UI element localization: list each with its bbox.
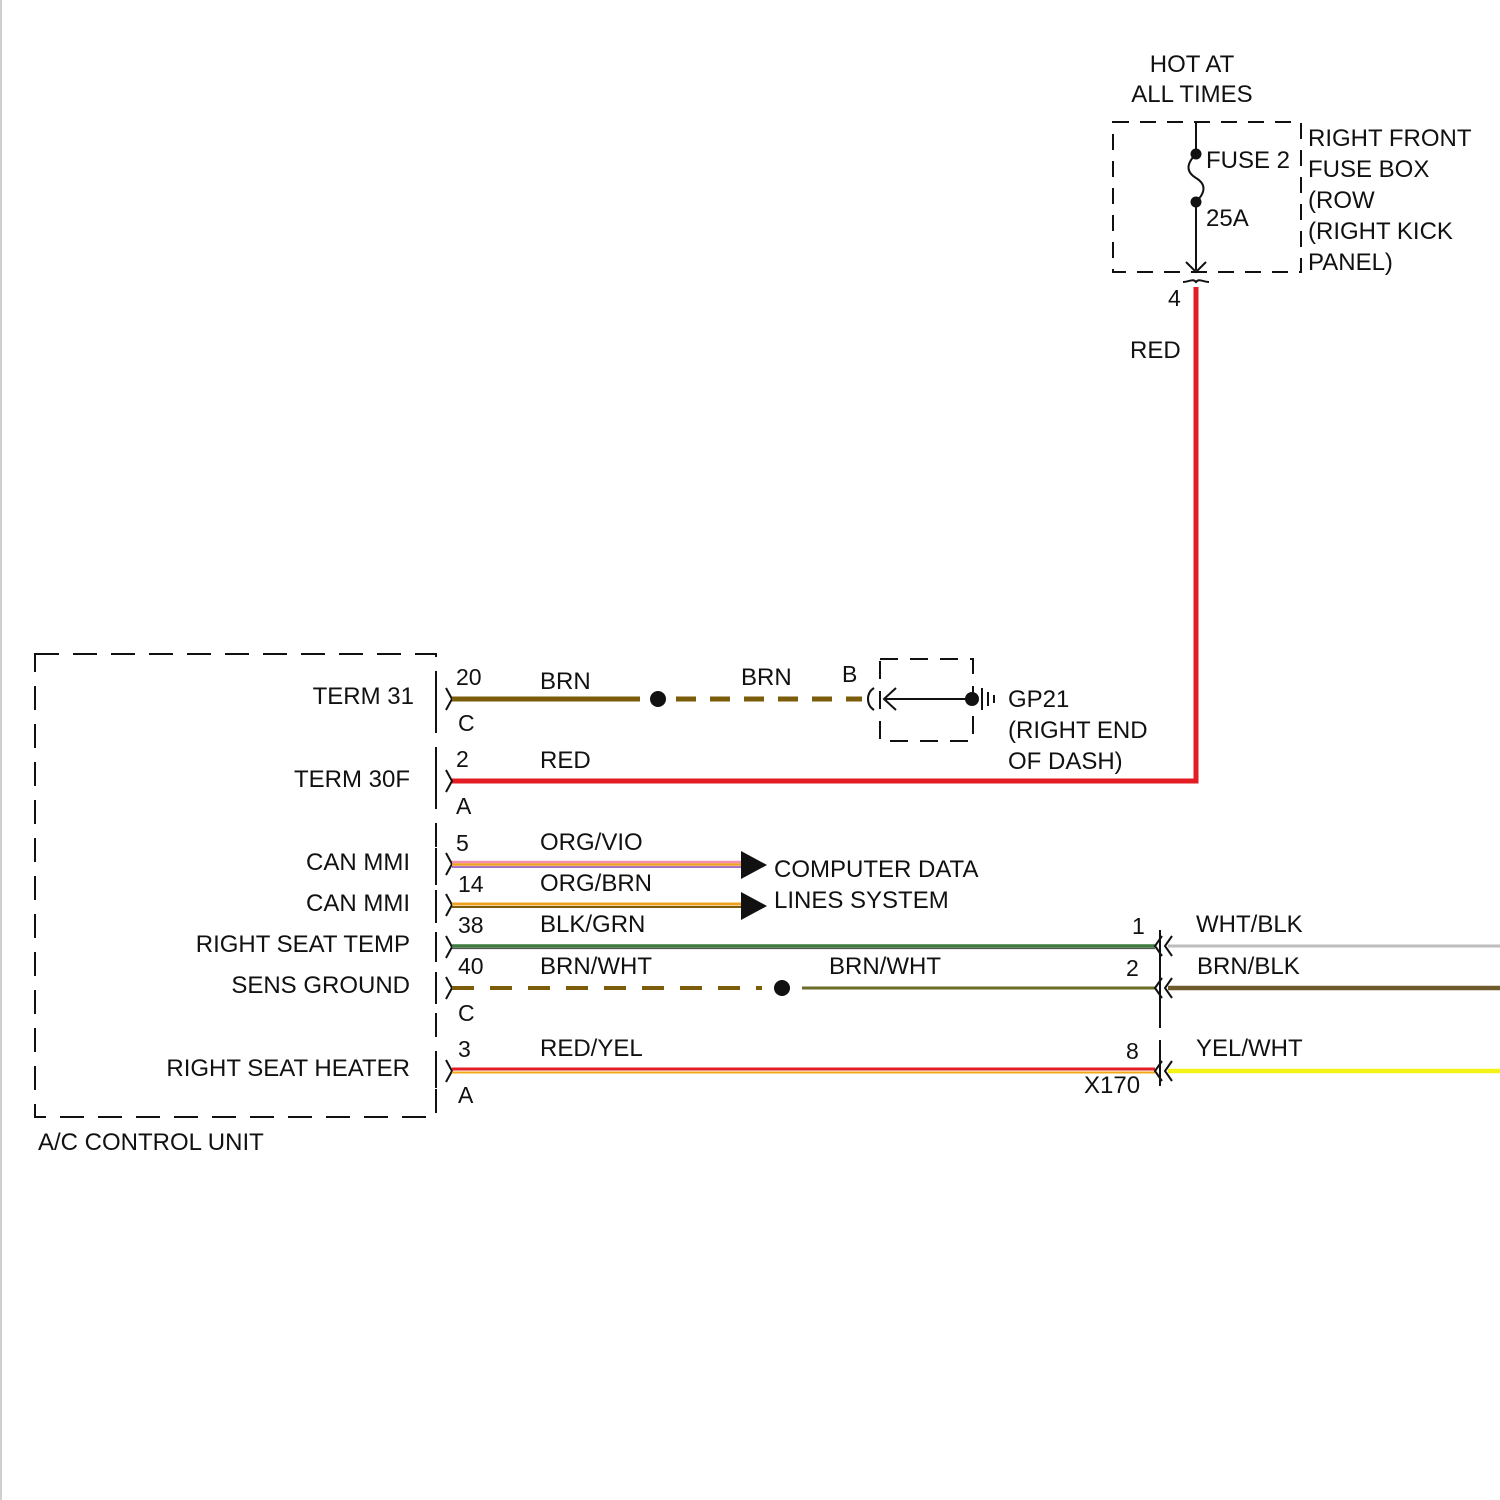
data-line-arrow-1	[741, 851, 767, 879]
fuse-rating-label: 25A	[1206, 205, 1249, 232]
connector-letter-c-2: C	[458, 1000, 475, 1026]
ground-splice-dot	[650, 691, 666, 707]
fusebox-pin-number: 4	[1168, 285, 1181, 311]
fusebox-label-line2: FUSE BOX	[1308, 156, 1429, 183]
ground-location-line2: OF DASH)	[1008, 748, 1123, 775]
can-mmi-wire-color-2: ORG/BRN	[540, 870, 652, 897]
pin-3: 3	[458, 1036, 471, 1062]
x170-connector-brackets	[1155, 930, 1172, 1086]
ac-control-unit-label: A/C CONTROL UNIT	[38, 1129, 264, 1156]
pin-5: 5	[456, 830, 469, 856]
fuse-element	[1189, 154, 1204, 202]
seat-temp-wire-color: BLK/GRN	[540, 911, 645, 938]
can-mmi-label-1: CAN MMI	[306, 849, 410, 876]
module-connector-brackets	[436, 683, 452, 1088]
fusebox-label-line1: RIGHT FRONT	[1308, 125, 1472, 152]
data-lines-label-line1: COMPUTER DATA	[774, 856, 978, 883]
sens-ground-wire-color: BRN/WHT	[540, 953, 652, 980]
ground-connector-bracket	[868, 688, 874, 710]
term30f-wire-color: RED	[540, 747, 591, 774]
ground-symbol-icon	[982, 688, 994, 710]
data-lines-label-line2: LINES SYSTEM	[774, 887, 949, 914]
connector-letter-a-2: A	[458, 1082, 474, 1108]
can-mmi-wire-color-1: ORG/VIO	[540, 829, 643, 856]
power-wire-color-label: RED	[1130, 337, 1181, 364]
ground-location-line1: (RIGHT END	[1008, 717, 1148, 744]
seat-temp-label: RIGHT SEAT TEMP	[196, 931, 410, 958]
data-line-arrow-2	[741, 892, 767, 920]
fusebox-label-line3: (ROW	[1308, 187, 1375, 214]
ground-point-dot	[965, 692, 979, 706]
pin-14: 14	[458, 871, 484, 897]
fuse-name-label: FUSE 2	[1206, 147, 1290, 174]
x170-connector-name: X170	[1084, 1072, 1140, 1099]
term31-wire-color: BRN	[540, 668, 591, 695]
x170-pin-8: 8	[1126, 1038, 1139, 1064]
x170-pin-2: 2	[1126, 955, 1139, 981]
sens-ground-label: SENS GROUND	[231, 972, 410, 999]
hot-at-label-line1: HOT AT	[1150, 51, 1235, 78]
x170-pin-1: 1	[1132, 913, 1145, 939]
x170-out-wire-3: YEL/WHT	[1196, 1035, 1303, 1062]
pin-40: 40	[458, 953, 484, 979]
connector-letter-c-1: C	[458, 710, 475, 736]
hot-at-label-line2: ALL TIMES	[1131, 81, 1252, 108]
seat-heater-label: RIGHT SEAT HEATER	[166, 1055, 410, 1082]
ground-wire-color: BRN	[741, 664, 792, 691]
fuse-box-outline	[1113, 122, 1301, 272]
ac-control-unit-outline	[35, 654, 436, 1117]
x170-out-wire-2: BRN/BLK	[1197, 953, 1300, 980]
connector-letter-a-1: A	[456, 793, 472, 819]
x170-out-wire-1: WHT/BLK	[1196, 911, 1303, 938]
term30f-label: TERM 30F	[294, 766, 410, 793]
pin-2: 2	[456, 746, 469, 772]
fusebox-label-line5: PANEL)	[1308, 249, 1393, 276]
pin-38: 38	[458, 912, 484, 938]
ground-connector-letter: B	[842, 661, 857, 687]
seat-heater-wire-color: RED/YEL	[540, 1035, 643, 1062]
splice-wire-color: BRN/WHT	[829, 953, 941, 980]
pin-20: 20	[456, 664, 482, 690]
ground-name-label: GP21	[1008, 686, 1069, 713]
can-mmi-label-2: CAN MMI	[306, 890, 410, 917]
red-power-wire	[452, 287, 1196, 781]
fuse-box-connector	[1183, 280, 1209, 282]
sens-ground-splice-dot	[774, 980, 790, 996]
term31-label: TERM 31	[313, 683, 414, 710]
fusebox-label-line4: (RIGHT KICK	[1308, 218, 1453, 245]
